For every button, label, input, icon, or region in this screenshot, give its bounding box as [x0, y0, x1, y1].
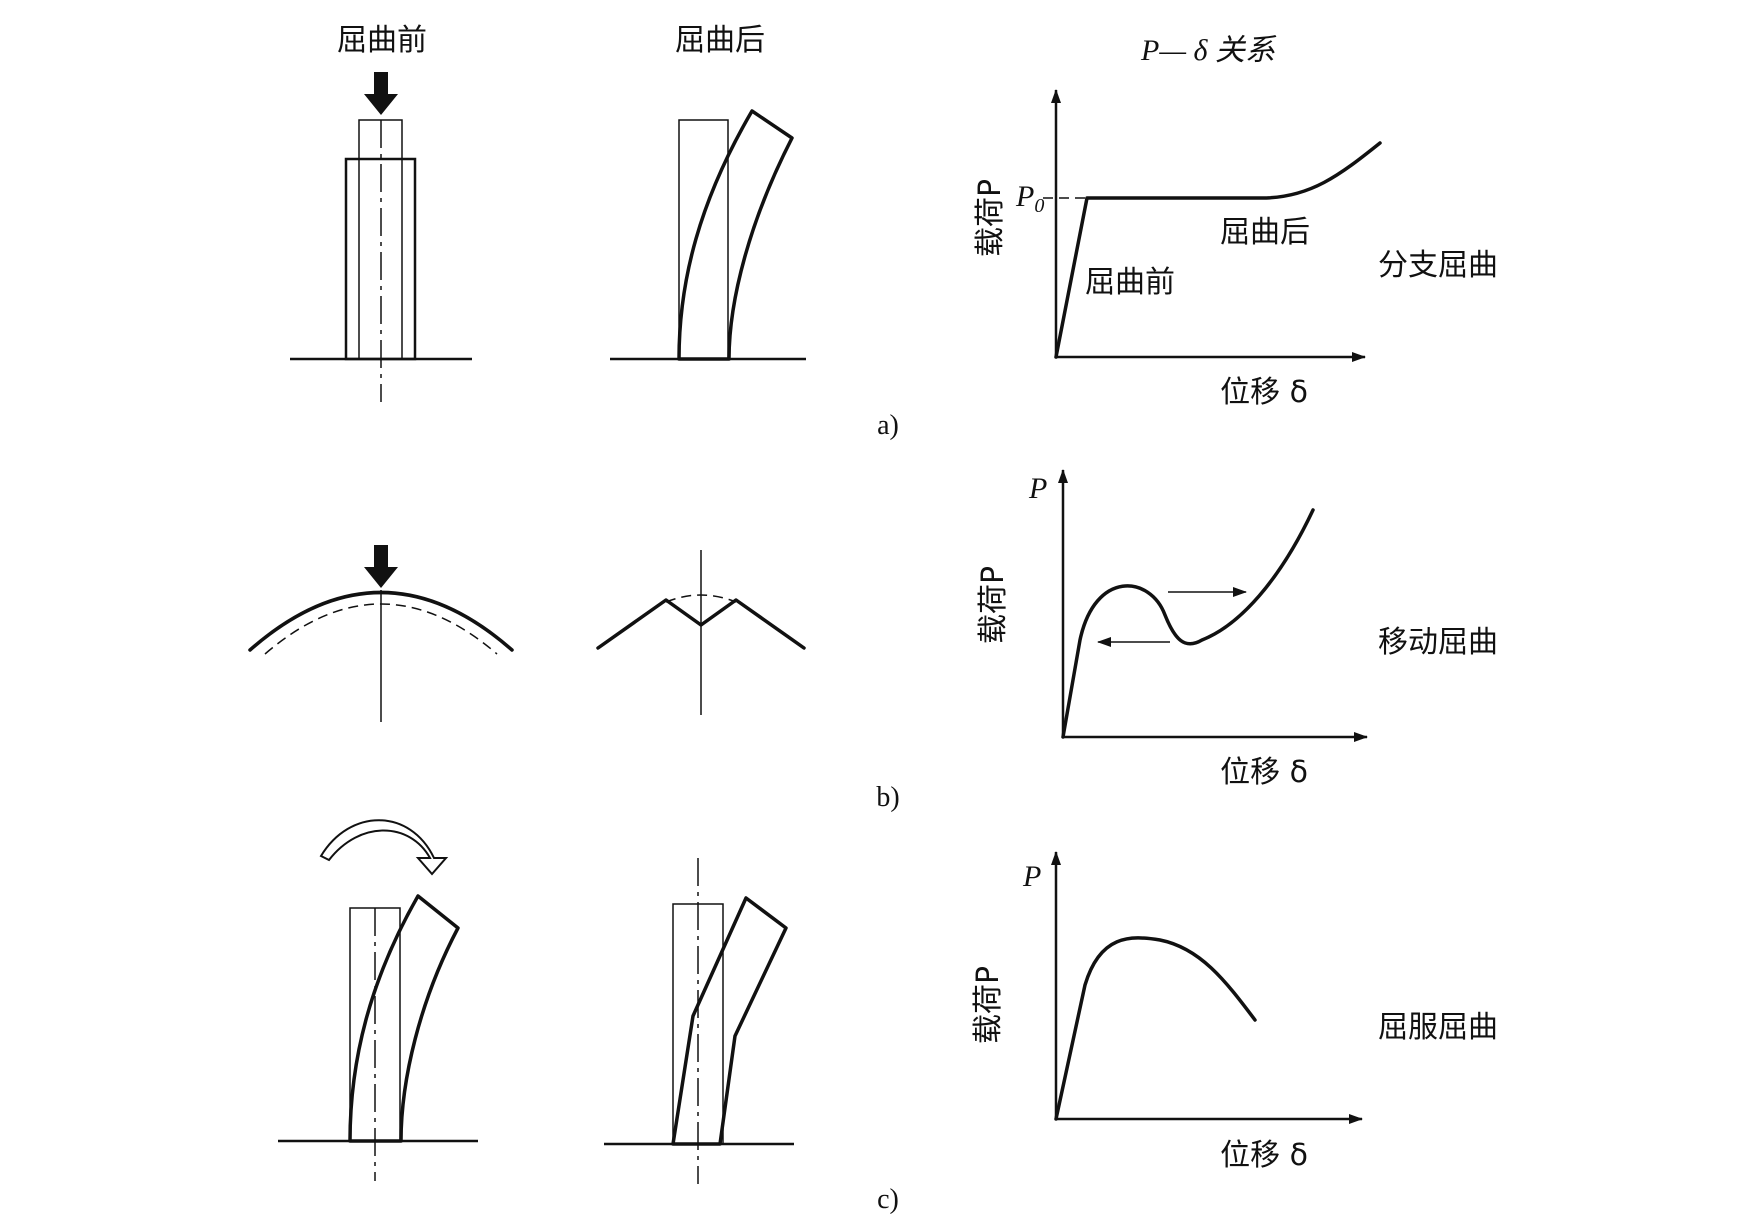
yielded-column	[671, 896, 788, 1146]
load-displacement-curve	[1054, 936, 1257, 1121]
row-c-before-sketch	[278, 819, 478, 1181]
panel-label-a: a)	[877, 410, 899, 441]
row-b-chart: P 载荷P 位移 δ	[976, 469, 1368, 790]
x-axis-label: 位移 δ	[1220, 755, 1308, 790]
p-label: P	[1022, 860, 1041, 893]
row-b-before-sketch	[248, 545, 514, 722]
row-a-before-sketch	[290, 72, 472, 402]
row-c-after-sketch	[604, 858, 794, 1184]
row-b-after-sketch	[596, 550, 806, 715]
snapped-shell	[596, 598, 806, 650]
row-c-chart: P 载荷P 位移 δ	[971, 851, 1363, 1173]
y-axis-label: 载荷P	[973, 179, 1008, 257]
header-before-buckling: 屈曲前	[337, 23, 427, 58]
load-displacement-curve	[1054, 141, 1382, 359]
type-label-c: 屈服屈曲	[1378, 1010, 1498, 1045]
row-a-after-sketch	[610, 109, 806, 361]
rotation-arrow-icon	[319, 819, 449, 876]
load-arrow-icon	[364, 545, 398, 588]
type-label-a: 分支屈曲	[1378, 248, 1498, 283]
load-displacement-curve	[1061, 508, 1315, 739]
header-p-delta-relation: P— δ 关系	[1140, 34, 1277, 67]
p0-label: P0	[1015, 180, 1044, 217]
buckled-column	[677, 109, 794, 361]
before-buckling-label: 屈曲前	[1085, 265, 1175, 300]
buckled-column	[348, 894, 460, 1143]
p-label: P	[1028, 472, 1047, 505]
panel-label-b: b)	[876, 782, 899, 813]
x-axis-label: 位移 δ	[1220, 1138, 1308, 1173]
x-axis-label: 位移 δ	[1220, 375, 1308, 410]
y-axis-label: 载荷P	[971, 966, 1006, 1044]
panel-label-c: c)	[877, 1184, 899, 1214]
after-buckling-label: 屈曲后	[1220, 215, 1310, 250]
row-a-chart: P0 载荷P 位移 δ 屈曲前 屈曲后	[973, 89, 1382, 410]
load-arrow-icon	[364, 72, 398, 115]
original-column-outline	[678, 119, 729, 360]
y-axis-label: 载荷P	[976, 566, 1011, 644]
original-arc	[665, 594, 737, 603]
type-label-b: 移动屈曲	[1378, 625, 1498, 660]
header-after-buckling: 屈曲后	[675, 23, 765, 58]
